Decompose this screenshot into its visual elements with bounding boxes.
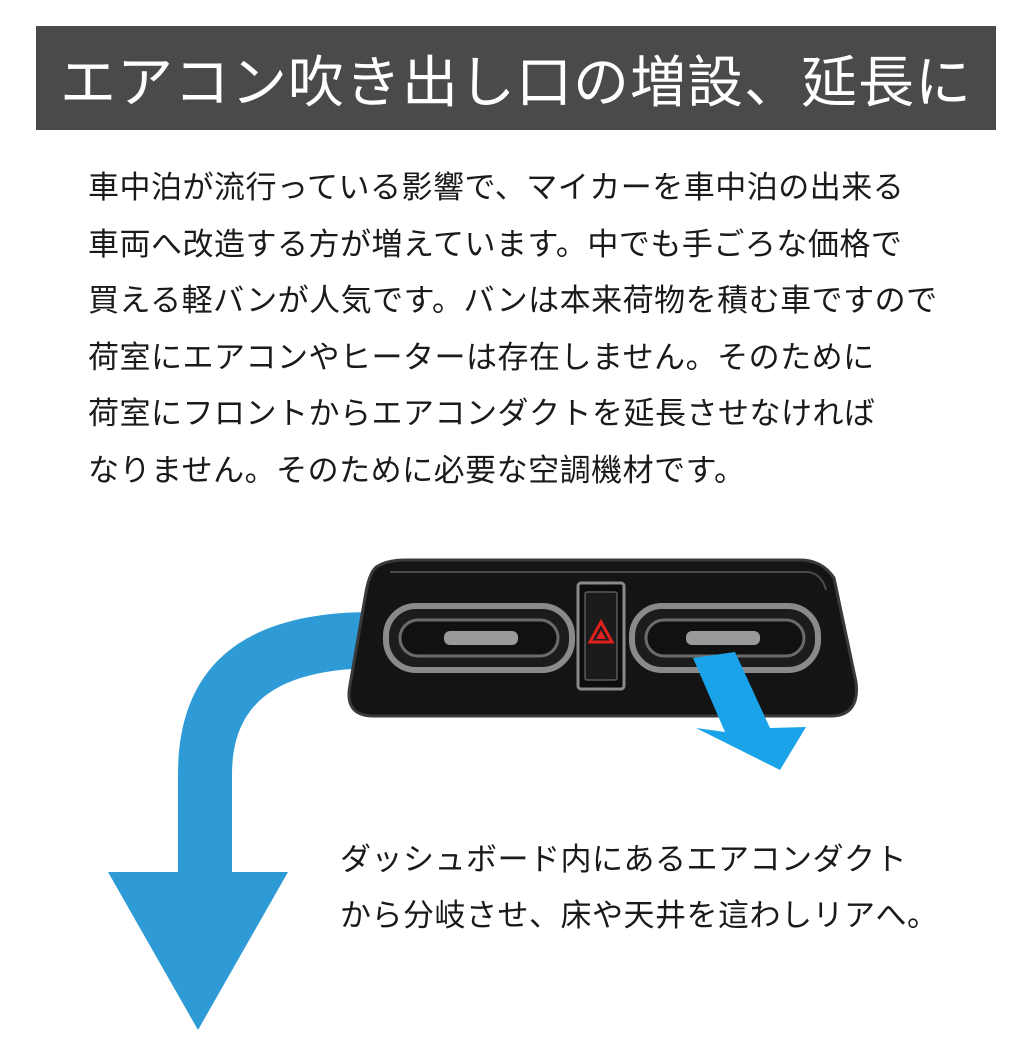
- title-banner: エアコン吹き出し口の増設、延長に: [36, 26, 996, 130]
- curved-arrow-down-icon: [108, 612, 372, 1030]
- right-vent-outlet: [629, 603, 821, 673]
- description-line: 荷室にフロントからエアコンダクトを延長させなければ: [88, 396, 876, 432]
- description-line: 荷室にエアコンやヒーターは存在しません。そのために: [88, 339, 875, 376]
- arrow-down-right-icon: [693, 652, 806, 770]
- dashboard-vent-panel: [347, 558, 858, 718]
- caption-line: ダッシュボード内にあるエアコンダクト: [340, 842, 907, 878]
- description-text: 車中泊が流行っている影響で、マイカーを車中泊の出来る 車両へ改造する方が増えてい…: [88, 160, 988, 499]
- page-title: エアコン吹き出し口の増設、延長に: [60, 50, 972, 116]
- hazard-switch: [576, 581, 626, 691]
- description-line: 車中泊が流行っている影響で、マイカーを車中泊の出来る: [88, 170, 905, 206]
- description-line: なりません。そのために必要な空調機材です。: [88, 452, 746, 489]
- air-duct-diagram: [108, 558, 858, 1030]
- description-line: 買える軽バンが人気です。バンは本来荷物を積む車ですので: [88, 283, 938, 319]
- description-line: 車両へ改造する方が増えています。中でも手ごろな価格で: [88, 226, 903, 263]
- left-vent-outlet: [383, 603, 575, 673]
- diagram-caption: ダッシュボード内にあるエアコンダクト から分岐させ、床や天井を這わしリアへ。: [340, 832, 939, 944]
- caption-line: から分岐させ、床や天井を這わしリアへ。: [340, 898, 939, 934]
- hazard-triangle-icon: [587, 618, 615, 644]
